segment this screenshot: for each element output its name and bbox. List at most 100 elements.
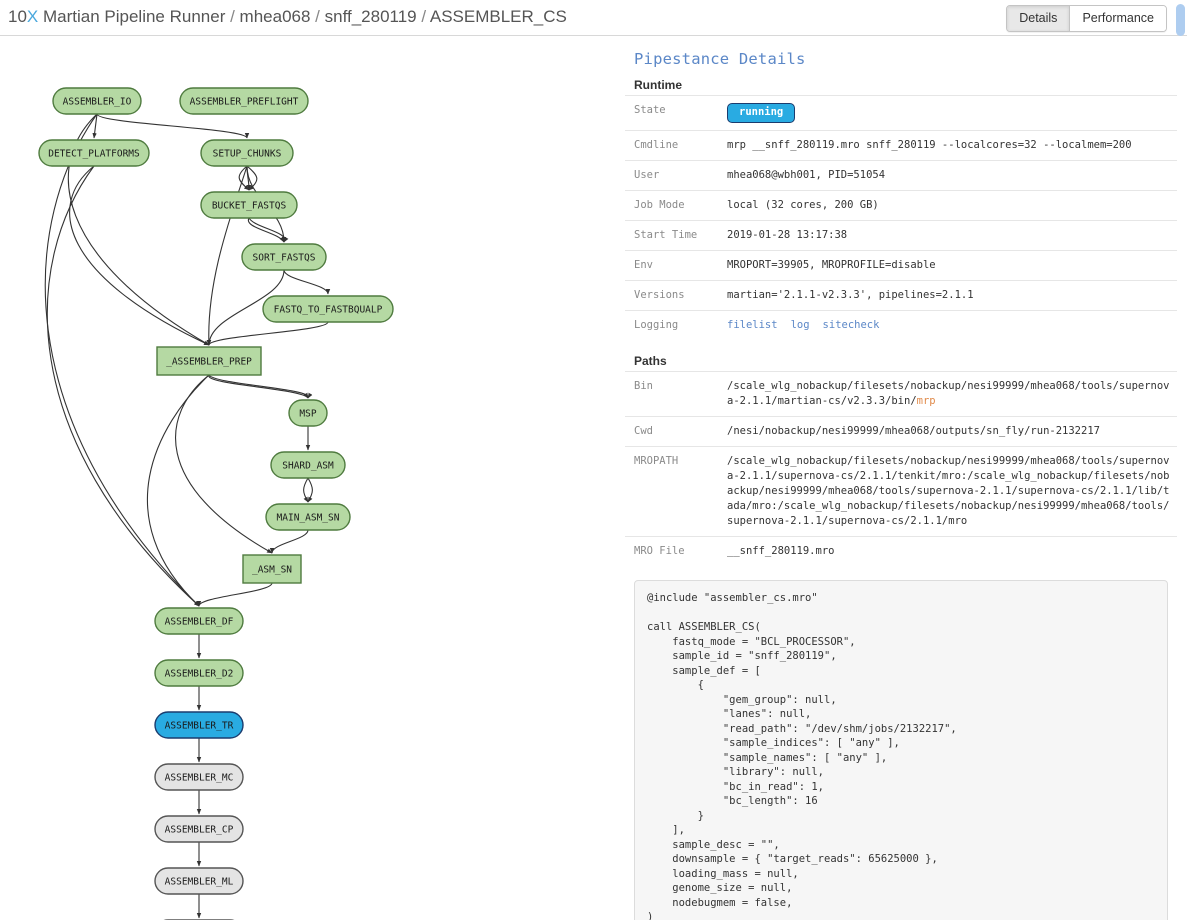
graph-node-assembler_ml[interactable]: ASSEMBLER_ML: [154, 867, 244, 895]
graph-node-assembler_df[interactable]: ASSEMBLER_DF: [154, 607, 244, 635]
graph-node-shape[interactable]: [262, 295, 394, 323]
paths-row-key: MRO File: [634, 545, 685, 557]
graph-edge: [196, 582, 273, 607]
breadcrumb-item-sample[interactable]: snff_280119: [324, 7, 417, 26]
graph-node-assembler_preflight[interactable]: ASSEMBLER_PREFLIGHT: [179, 87, 309, 115]
paths-row-value: /nesi/nobackup/nesi99999/mhea068/outputs…: [718, 417, 1177, 447]
graph-node-shape[interactable]: [265, 503, 351, 531]
runtime-row: State running: [625, 95, 1177, 131]
graph-node-label: ASSEMBLER_TR: [165, 721, 234, 732]
graph-node-shape[interactable]: [156, 346, 262, 376]
graph-node-label: SETUP_CHUNKS: [213, 149, 282, 160]
logging-link-sitecheck[interactable]: sitecheck: [822, 319, 880, 331]
brand-x: X: [26, 7, 39, 26]
pipeline-graph[interactable]: ASSEMBLER_IO ASSEMBLER_PREFLIGHT DETECT_PL…: [0, 37, 615, 920]
logging-link-log[interactable]: log: [790, 319, 810, 331]
graph-node-assembler_io[interactable]: ASSEMBLER_IO: [52, 87, 142, 115]
graph-node-label: MAIN_ASM_SN: [277, 513, 340, 524]
paths-section-heading: Paths: [634, 354, 667, 368]
graph-node-msp[interactable]: MSP: [288, 399, 328, 427]
paths-row-value-accent: mrp: [916, 395, 936, 407]
graph-node-shape[interactable]: [154, 711, 244, 739]
graph-edge: [307, 477, 313, 503]
tab-details[interactable]: Details: [1007, 6, 1071, 31]
graph-node-shape[interactable]: [200, 139, 294, 167]
graph-node-shape[interactable]: [154, 659, 244, 687]
graph-node-label: ASSEMBLER_DF: [165, 617, 234, 628]
logging-link-filelist[interactable]: filelist: [727, 319, 778, 331]
graph-node-shape[interactable]: [270, 451, 346, 479]
graph-node-assembler_tr[interactable]: ASSEMBLER_TR: [154, 711, 244, 739]
breadcrumb-item-pipeline[interactable]: ASSEMBLER_CS: [429, 7, 567, 26]
brand-10: 10: [8, 7, 27, 26]
graph-node-shape[interactable]: [154, 763, 244, 791]
graph-node-shape[interactable]: [38, 139, 150, 167]
graph-node-assembler_prep[interactable]: _ASSEMBLER_PREP: [156, 346, 262, 376]
graph-node-label: FASTQ_TO_FASTBQUALP: [274, 305, 383, 316]
graph-node-label: DETECT_PLATFORMS: [48, 149, 140, 160]
graph-edge: [206, 165, 248, 346]
paths-row: Bin/scale_wlg_nobackup/filesets/nobackup…: [625, 371, 1177, 417]
graph-node-shape[interactable]: [154, 607, 244, 635]
view-tab-group: Details Performance: [1006, 5, 1167, 32]
runtime-row-key: Env: [634, 259, 653, 271]
graph-node-setup_chunks[interactable]: SETUP_CHUNKS: [200, 139, 294, 167]
runtime-row-value: mrp __snff_280119.mro snff_280119 --loca…: [727, 139, 1132, 151]
graph-node-label: ASSEMBLER_PREFLIGHT: [190, 97, 299, 108]
graph-node-label: BUCKET_FASTQS: [212, 201, 287, 212]
graph-node-assembler_d2[interactable]: ASSEMBLER_D2: [154, 659, 244, 687]
graph-node-shape[interactable]: [179, 87, 309, 115]
graph-edge: [248, 217, 289, 243]
graph-node-shape[interactable]: [200, 191, 298, 219]
breadcrumb-sep-1: /: [225, 7, 240, 26]
graph-edge: [283, 269, 331, 295]
graph-node-assembler_cp[interactable]: ASSEMBLER_CP: [154, 815, 244, 843]
graph-node-asm_sn[interactable]: _ASM_SN: [242, 554, 302, 584]
graph-node-detect_platforms[interactable]: DETECT_PLATFORMS: [38, 139, 150, 167]
runtime-row-value: filelist log sitecheck: [718, 311, 1177, 341]
graph-edge: [92, 113, 98, 139]
graph-edge: [206, 269, 285, 346]
graph-edge: [46, 165, 200, 607]
graph-node-shape[interactable]: [241, 243, 327, 271]
runtime-row-key: State: [634, 104, 666, 116]
graph-node-shape[interactable]: [52, 87, 142, 115]
status-badge: running: [727, 103, 796, 123]
graph-node-fastq_to_fastbqualp[interactable]: FASTQ_TO_FASTBQUALP: [262, 295, 394, 323]
page-scrollbar-thumb[interactable]: [1176, 4, 1185, 36]
graph-node-assembler_mc[interactable]: ASSEMBLER_MC: [154, 763, 244, 791]
graph-edge: [206, 321, 329, 346]
pipeline-graph-panel[interactable]: ASSEMBLER_IO ASSEMBLER_PREFLIGHT DETECT_PL…: [0, 37, 615, 920]
paths-row-value: /scale_wlg_nobackup/filesets/nobackup/ne…: [718, 372, 1177, 417]
graph-edge: [146, 374, 210, 607]
graph-node-bucket_fastqs[interactable]: BUCKET_FASTQS: [200, 191, 298, 219]
graph-edges: [44, 113, 331, 919]
paths-row-value-text: /scale_wlg_nobackup/filesets/nobackup/ne…: [727, 380, 1170, 407]
breadcrumb: 10X Martian Pipeline Runner / mhea068 / …: [8, 7, 567, 27]
graph-node-shape[interactable]: [242, 554, 302, 584]
graph-node-shard_asm[interactable]: SHARD_ASM: [270, 451, 346, 479]
paths-row-value: /scale_wlg_nobackup/filesets/nobackup/ne…: [718, 447, 1177, 537]
graph-node-sort_fastqs[interactable]: SORT_FASTQS: [241, 243, 327, 271]
tab-performance[interactable]: Performance: [1070, 6, 1166, 31]
graph-node-main_asm_sn[interactable]: MAIN_ASM_SN: [265, 503, 351, 531]
runtime-row-value: local (32 cores, 200 GB): [727, 199, 879, 211]
graph-node-shape[interactable]: [154, 815, 244, 843]
breadcrumb-item-user[interactable]: mhea068: [239, 7, 311, 26]
runtime-row: Job Mode local (32 cores, 200 GB): [625, 190, 1177, 221]
paths-row-value-text: __snff_280119.mro: [727, 545, 835, 557]
graph-node-label: SORT_FASTQS: [253, 253, 316, 264]
graph-node-shape[interactable]: [154, 867, 244, 895]
paths-table: Bin/scale_wlg_nobackup/filesets/nobackup…: [625, 371, 1177, 566]
graph-node-shape[interactable]: [288, 399, 328, 427]
runtime-row-value: running: [718, 96, 1177, 131]
paths-row-key: Cwd: [634, 425, 653, 437]
runtime-row-key: Versions: [634, 289, 685, 301]
graph-node-label: ASSEMBLER_ML: [165, 877, 234, 888]
breadcrumb-sep-3: /: [416, 7, 430, 26]
graph-node-label: SHARD_ASM: [282, 461, 334, 472]
runtime-row-key: Job Mode: [634, 199, 685, 211]
